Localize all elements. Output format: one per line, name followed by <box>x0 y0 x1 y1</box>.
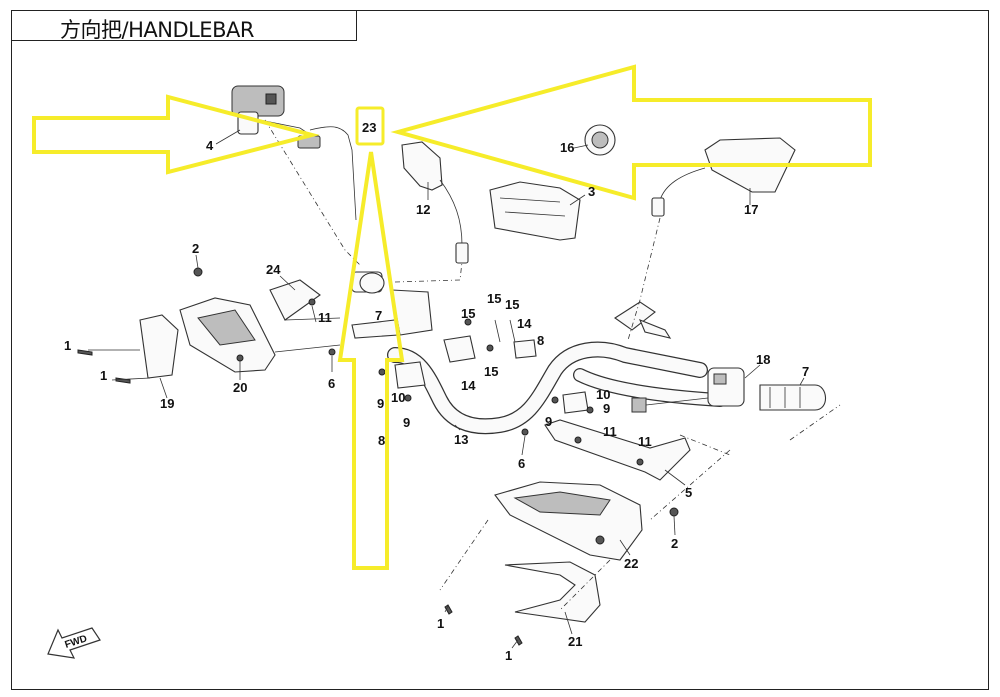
callout-9: 9 <box>377 396 384 411</box>
part-22-right-handguard <box>494 481 643 561</box>
callout-23-highlight-box <box>355 106 385 146</box>
callout-3: 3 <box>588 184 595 199</box>
callout-10: 10 <box>391 390 405 405</box>
callout-1: 1 <box>437 616 444 631</box>
callout-12: 12 <box>416 202 430 217</box>
callout-7: 7 <box>802 364 809 379</box>
callout-11: 11 <box>318 310 332 325</box>
diagram-frame <box>11 10 989 690</box>
handlebar-clamps <box>378 318 594 414</box>
part-12-left-mirror <box>401 141 469 264</box>
callout-11: 11 <box>638 434 652 449</box>
callout-15: 15 <box>487 291 501 306</box>
callout-20: 20 <box>233 380 247 395</box>
handlebar-tube <box>387 341 727 435</box>
callout-24: 24 <box>266 262 281 277</box>
fwd-direction-marker: FWD <box>47 627 101 659</box>
right-brake-lever <box>614 301 672 339</box>
callout-7: 7 <box>375 308 382 323</box>
fasteners <box>77 267 679 646</box>
callout-9: 9 <box>403 415 410 430</box>
callout-5: 5 <box>685 485 692 500</box>
callout-6: 6 <box>328 376 335 391</box>
callout-17: 17 <box>744 202 758 217</box>
callout-21: 21 <box>568 634 582 649</box>
callout-9: 9 <box>603 401 610 416</box>
part-21-inner-guard <box>504 561 601 623</box>
callout-1: 1 <box>100 368 107 383</box>
part-17-right-mirror <box>651 137 796 217</box>
arrow-from-right <box>390 64 872 201</box>
callout-2: 2 <box>192 241 199 256</box>
callout-13: 13 <box>454 432 468 447</box>
callout-10: 10 <box>596 387 610 402</box>
title-box: 方向把/HANDLEBAR <box>11 10 357 42</box>
leader-lines <box>88 119 841 649</box>
callout-15: 15 <box>484 364 498 379</box>
callout-2: 2 <box>671 536 678 551</box>
callout-4: 4 <box>206 138 214 153</box>
callout-6: 6 <box>518 456 525 471</box>
callout-23: 23 <box>362 120 376 135</box>
callout-8: 8 <box>378 433 385 448</box>
part-16-cap <box>584 124 616 156</box>
part-20-left-handguard <box>139 279 341 379</box>
part-3-cover <box>489 181 581 241</box>
callout-19: 19 <box>160 396 174 411</box>
callout-labels: 1 1 1 1 2 2 3 4 5 6 6 7 7 8 8 9 9 9 9 10… <box>64 120 809 663</box>
callout-15: 15 <box>505 297 519 312</box>
callout-1: 1 <box>64 338 71 353</box>
arrow-from-left <box>32 94 320 175</box>
page-title: 方向把/HANDLEBAR <box>60 18 254 42</box>
callout-16: 16 <box>560 140 574 155</box>
callout-22: 22 <box>624 556 638 571</box>
part-4-master-cylinder <box>231 85 357 221</box>
callout-9: 9 <box>545 414 552 429</box>
left-switch-assembly <box>351 271 433 339</box>
callout-14: 14 <box>461 378 476 393</box>
arrow-from-below <box>337 151 405 570</box>
callout-15: 15 <box>461 306 475 321</box>
callout-11: 11 <box>603 424 617 439</box>
callout-8: 8 <box>537 333 544 348</box>
part-18-right-switch <box>631 367 827 413</box>
highlight-arrows <box>32 64 872 570</box>
callout-18: 18 <box>756 352 770 367</box>
callout-1: 1 <box>505 648 512 663</box>
callout-14: 14 <box>517 316 532 331</box>
part-5-guard-bar <box>544 419 691 481</box>
